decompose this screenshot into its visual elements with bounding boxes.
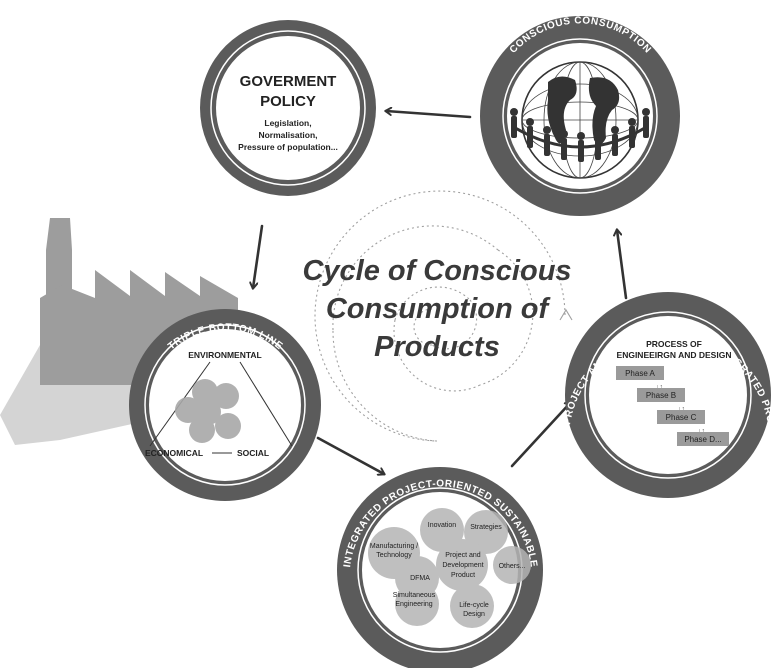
- center-spiral: [314, 190, 566, 442]
- phase-exchange-icon: ↓↑: [656, 384, 663, 391]
- arrow-gov-to-tbl: [253, 224, 264, 288]
- ips-bubble-label: Technology: [376, 552, 412, 559]
- arrow-pd-to-cc: [617, 230, 628, 300]
- globe-icon: [521, 61, 639, 179]
- ips-bubble-label: Engineering: [395, 601, 432, 608]
- phase-d-label: Phase D...: [684, 435, 721, 444]
- ips-bubble-label: DFMA: [410, 575, 430, 582]
- phase-d-box: [677, 432, 729, 446]
- gov-heading-line-1: GOVERMENT: [240, 73, 337, 90]
- ips-bubble-label: Development: [442, 562, 483, 569]
- phase-b-label: Phase B: [646, 391, 676, 400]
- tbl-bubbles: [175, 379, 241, 443]
- ips-bubble-label: Others...: [499, 563, 526, 570]
- project-development-node: PROJECT AND DEVELOPMENT OF INTEGRATED PR…: [562, 292, 777, 498]
- people-ring-icon: [510, 108, 650, 162]
- ips-bubble-label: Simultaneous: [393, 592, 436, 599]
- ips-bubble-label: Strategies: [470, 524, 502, 531]
- cycle-arrows: [253, 111, 628, 474]
- title-line-1: Cycle of Conscious: [302, 255, 571, 287]
- government-policy-node: GOVERMENT POLICY Legislation, Normalisat…: [200, 20, 376, 196]
- ips-bubble-label: Manufacturing /: [370, 543, 418, 550]
- title-line-3: Products: [374, 331, 500, 363]
- conscious-consumption-node: CONSCIOUS CONSUMPTION: [480, 15, 680, 216]
- phase-c-label: Phase C: [666, 413, 697, 422]
- arrow-ips-to-pd: [510, 402, 571, 468]
- integrated-project-node: INTEGRATED PROJECT-ORIENTED SUSTAINABLE …: [337, 467, 543, 668]
- tbl-social: SOCIAL: [237, 448, 269, 458]
- gov-detail-2: Normalisation,: [258, 130, 317, 140]
- triple-bottom-line-node: TRIPLE BOTTOM LINE ENVIRONMENTAL ECONOMI…: [129, 309, 321, 501]
- phase-exchange-icon: ↓↑: [678, 406, 685, 413]
- ips-labels: Inovation Strategies Manufacturing / Tec…: [370, 522, 526, 618]
- tbl-environmental: ENVIRONMENTAL: [188, 350, 262, 360]
- tbl-economical: ECONOMICAL: [145, 448, 203, 458]
- ips-bubble-label: Product: [451, 572, 475, 579]
- gov-heading-line-2: POLICY: [260, 93, 316, 110]
- phase-b-box: [637, 388, 685, 402]
- ips-bubble-label: Project and: [445, 552, 481, 559]
- ips-bubbles: [368, 508, 531, 628]
- arrow-tbl-to-ips: [316, 436, 384, 474]
- phase-a-box: [616, 366, 664, 380]
- phase-a-label: Phase A: [625, 369, 655, 378]
- ips-bubble-label: Inovation: [428, 522, 457, 529]
- ips-bubble-label: Design: [463, 611, 485, 618]
- factory-chimney: [46, 218, 72, 300]
- center-title: Cycle of Conscious Consumption of Produc…: [302, 255, 571, 363]
- phase-exchange-icon: ↓↑: [698, 428, 705, 435]
- phase-steps: Phase A ↓↑ Phase B ↓↑ Phase C ↓↑ Phase D…: [616, 366, 729, 446]
- gov-detail-3: Pressure of population...: [238, 142, 338, 152]
- arrow-cc-to-gov: [386, 111, 472, 119]
- process-heading-line-2: ENGINEEIRGN AND DESIGN: [617, 350, 732, 360]
- title-line-2: Consumption of: [326, 293, 552, 325]
- process-heading-line-1: PROCESS OF: [646, 339, 702, 349]
- gov-detail-1: Legislation,: [264, 118, 311, 128]
- spiral-arrowhead: [559, 308, 573, 321]
- phase-c-box: [657, 410, 705, 424]
- ips-bubble-label: Life-cycle: [459, 602, 489, 609]
